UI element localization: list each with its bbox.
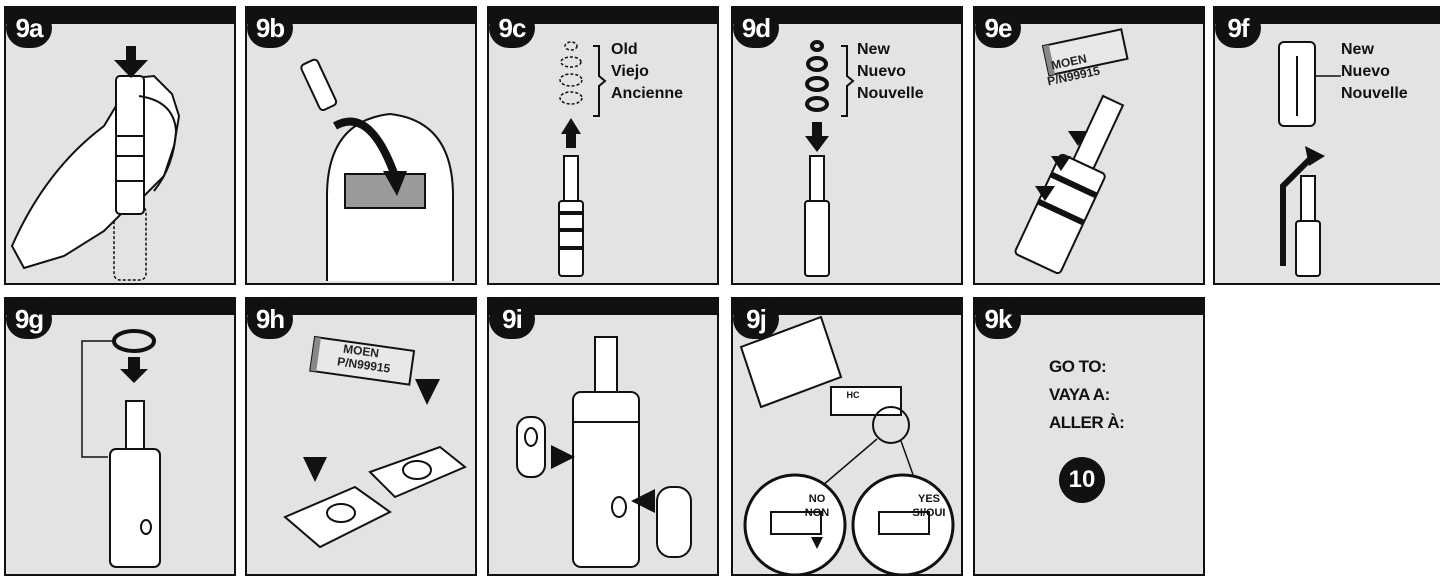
new-label-es: Nuevo: [1341, 62, 1390, 82]
old-label: Old: [611, 40, 638, 60]
step-9f-panel: New Nuevo Nouvelle 9f: [1213, 6, 1440, 285]
check-stem-orientation-illustration: [731, 297, 963, 576]
step-badge: 9a: [6, 8, 52, 48]
step-badge: 9f: [1215, 8, 1261, 48]
new-label: New: [857, 40, 890, 60]
hand-pressing-cartridge-illustration: [4, 6, 236, 285]
new-label-es: Nuevo: [857, 62, 906, 82]
step-badge: 9h: [247, 299, 293, 339]
step-badge: 9b: [247, 8, 293, 48]
new-label-fr: Nouvelle: [1341, 84, 1408, 104]
step-badge: 9i: [489, 299, 535, 339]
step-badge: 9d: [733, 8, 779, 48]
old-label-fr: Ancienne: [611, 84, 683, 104]
goto-label-fr: ALLER À:: [1049, 409, 1124, 437]
step-badge: 9g: [6, 299, 52, 339]
remove-old-orings-illustration: [487, 6, 719, 285]
step-badge: 9k: [975, 299, 1021, 339]
install-new-cap-illustration: [1213, 6, 1440, 285]
step-9h-panel: MOEN P/N99915 9h: [245, 297, 477, 576]
step-9k-panel: GO TO: VAYA A: ALLER À: 10 9k: [973, 297, 1205, 576]
step-9g-panel: 9g: [4, 297, 236, 576]
install-oring-on-cartridge-illustration: [4, 297, 236, 576]
incorrect-label: NO: [799, 493, 835, 506]
goto-label-es: VAYA A:: [1049, 381, 1110, 409]
grease-seals-illustration: [245, 297, 477, 576]
step-9j-panel: NO NON YES SI/OUI HC 9j: [731, 297, 963, 576]
old-label-es: Viejo: [611, 62, 649, 82]
trash-can-illustration: [245, 6, 477, 285]
step-badge: 9e: [975, 8, 1021, 48]
step-9a-panel: 9a: [4, 6, 236, 285]
step-badge: 9j: [733, 299, 779, 339]
correct-label: YES: [905, 493, 953, 506]
install-new-orings-illustration: [731, 6, 963, 285]
correct-label-es-fr: SI/OUI: [905, 507, 953, 520]
step-badge: 9c: [489, 8, 535, 48]
new-label: New: [1341, 40, 1374, 60]
step-9b-panel: 9b: [245, 6, 477, 285]
step-9i-panel: 9i: [487, 297, 719, 576]
grease-cartridge-illustration: [973, 6, 1205, 285]
step-9d-panel: New Nuevo Nouvelle 9d: [731, 6, 963, 285]
step-9c-panel: Old Viejo Ancienne 9c: [487, 6, 719, 285]
goto-label-en: GO TO:: [1049, 353, 1106, 381]
hc-marking: HC: [843, 389, 863, 402]
incorrect-label-fr: NON: [799, 507, 835, 520]
install-seals-on-cartridge-illustration: [487, 297, 719, 576]
step-9e-panel: MOEN P/N99915 9e: [973, 6, 1205, 285]
next-step-badge: 10: [1059, 457, 1105, 503]
new-label-fr: Nouvelle: [857, 84, 924, 104]
